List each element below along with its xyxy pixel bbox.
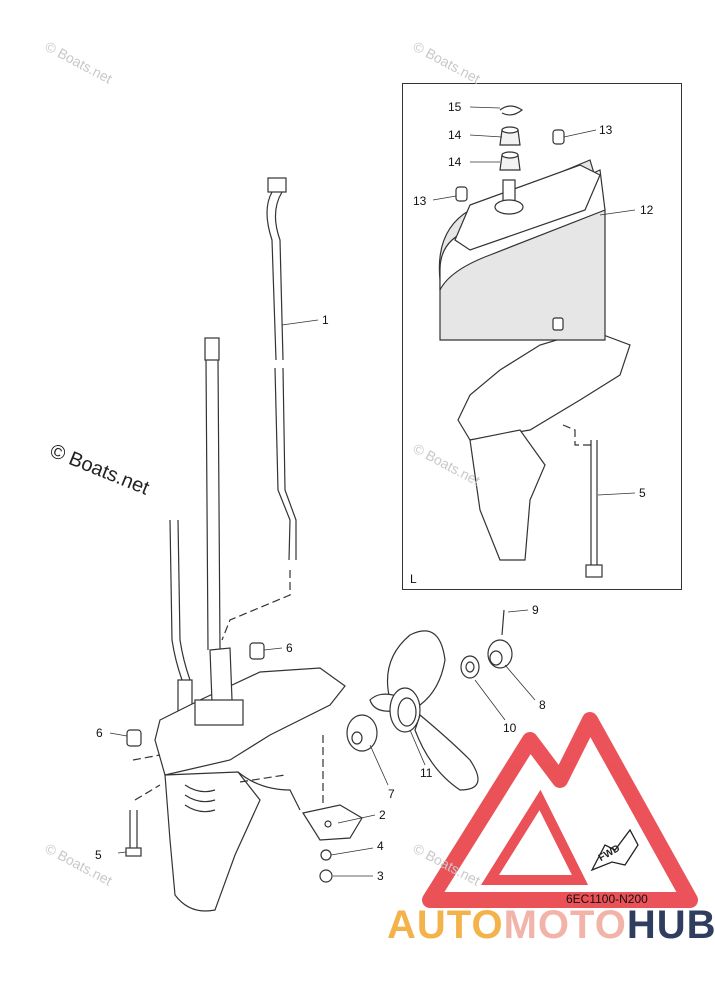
cotter-pin[interactable] xyxy=(501,609,505,636)
water-tube[interactable] xyxy=(169,519,193,721)
bearing-14-upper[interactable] xyxy=(499,126,521,146)
callout-1[interactable]: 1 xyxy=(322,313,329,327)
shaft-insert[interactable] xyxy=(494,179,524,215)
callout-6[interactable]: 6 xyxy=(286,641,293,655)
brand-logo-mark xyxy=(422,712,698,908)
drive-shaft[interactable] xyxy=(204,337,221,651)
leader-lines xyxy=(132,424,595,805)
callout-10[interactable]: 10 xyxy=(503,721,517,735)
bolt-5-inset[interactable] xyxy=(585,440,603,578)
bolt-3[interactable] xyxy=(319,869,333,883)
inset-frame xyxy=(402,83,682,590)
callout-11[interactable]: 11 xyxy=(420,766,433,780)
callout-2[interactable]: 2 xyxy=(379,808,386,822)
anode[interactable] xyxy=(302,804,363,841)
inset-label: L xyxy=(410,572,417,586)
callout-9[interactable]: 9 xyxy=(532,603,539,617)
callout-leaders xyxy=(109,106,636,877)
washer[interactable] xyxy=(320,849,332,861)
bolt-5-left[interactable] xyxy=(125,810,142,857)
lower-case[interactable] xyxy=(154,647,346,912)
callout-15[interactable]: 15 xyxy=(448,100,462,114)
prop-nut[interactable] xyxy=(487,639,513,669)
fwd-arrow-icon xyxy=(590,828,639,872)
washer-10[interactable] xyxy=(460,655,480,679)
callout-6-lower[interactable]: 6 xyxy=(96,726,103,740)
cover-12[interactable] xyxy=(438,159,606,341)
shift-rod[interactable] xyxy=(266,177,297,561)
callout-8[interactable]: 8 xyxy=(539,698,546,712)
callout-13[interactable]: 13 xyxy=(599,123,613,137)
propeller[interactable] xyxy=(369,630,479,791)
bearing-14-lower[interactable] xyxy=(499,151,521,171)
callout-4[interactable]: 4 xyxy=(377,839,384,853)
spacer-7[interactable] xyxy=(346,714,378,752)
brand-wordmark: AUTOMOTOHUB xyxy=(387,905,715,945)
collar-6-lower[interactable] xyxy=(126,729,142,747)
callout-5-inset[interactable]: 5 xyxy=(639,486,646,500)
diagram-code: 6EC1100-N200 xyxy=(566,892,648,906)
callout-13-left[interactable]: 13 xyxy=(413,194,427,208)
brand-part-hub: HUB xyxy=(626,903,715,947)
brand-part-auto: AUTO xyxy=(387,903,504,947)
dowel-inset xyxy=(552,317,564,331)
callout-7[interactable]: 7 xyxy=(388,787,395,801)
dowel-13-left[interactable] xyxy=(455,186,468,202)
callout-12[interactable]: 12 xyxy=(640,203,654,217)
callout-5[interactable]: 5 xyxy=(95,848,102,862)
lower-case-inset xyxy=(457,329,631,561)
callout-14-lower[interactable]: 14 xyxy=(448,155,462,169)
collar-6-upper[interactable] xyxy=(249,642,265,660)
circlip-15[interactable] xyxy=(499,105,524,116)
callout-3[interactable]: 3 xyxy=(377,869,384,883)
callout-14[interactable]: 14 xyxy=(448,128,462,142)
brand-part-moto: MOTO xyxy=(503,903,627,947)
